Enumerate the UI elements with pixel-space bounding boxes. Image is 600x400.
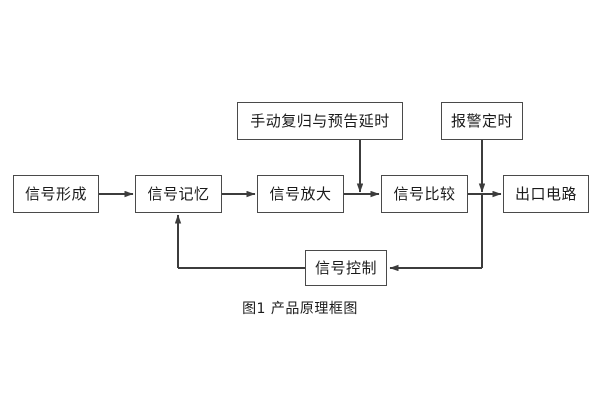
node-label: 信号比较 bbox=[393, 184, 456, 203]
node-label: 信号形成 bbox=[24, 184, 87, 203]
node-alarm-timer[interactable]: 报警定时 bbox=[441, 102, 523, 140]
node-signal-forming[interactable]: 信号形成 bbox=[13, 175, 99, 213]
figure-caption: 图1 产品原理框图 bbox=[242, 301, 358, 317]
node-manual-reset-delay[interactable]: 手动复归与预告延时 bbox=[237, 102, 403, 140]
node-label: 报警定时 bbox=[450, 111, 513, 130]
node-label: 信号控制 bbox=[314, 258, 377, 277]
node-label: 出口电路 bbox=[514, 184, 577, 203]
node-signal-control[interactable]: 信号控制 bbox=[305, 250, 387, 286]
node-label: 手动复归与预告延时 bbox=[250, 111, 390, 130]
node-signal-amplify[interactable]: 信号放大 bbox=[257, 175, 344, 213]
node-output-circuit[interactable]: 出口电路 bbox=[503, 175, 589, 213]
node-label: 信号记忆 bbox=[147, 184, 210, 203]
node-signal-compare[interactable]: 信号比较 bbox=[381, 175, 468, 213]
node-label: 信号放大 bbox=[269, 184, 332, 203]
node-signal-memory[interactable]: 信号记忆 bbox=[135, 175, 222, 213]
